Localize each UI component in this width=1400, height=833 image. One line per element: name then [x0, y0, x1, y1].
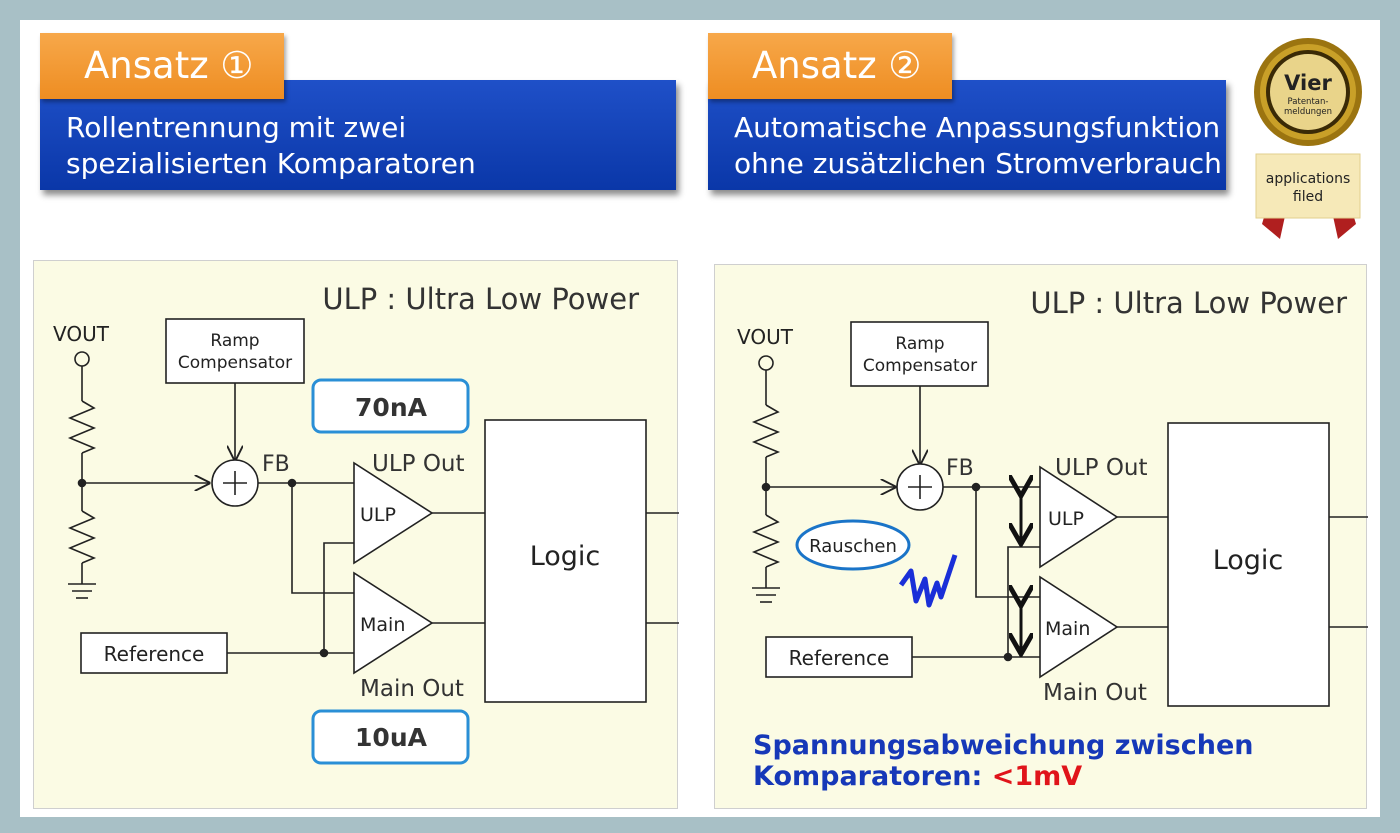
approach-2-banner: Automatische Anpassungsfunktion ohne zus…	[708, 80, 1226, 190]
approach-1-heading-line-2: spezialisierten Komparatoren	[66, 147, 476, 180]
ulp-label: ULP	[1048, 508, 1084, 530]
ramp-label-2: Compensator	[863, 356, 977, 376]
vout-terminal	[74, 351, 90, 367]
approach-2-tab: Ansatz ②	[708, 33, 952, 99]
vout-label: VOUT	[53, 322, 110, 346]
main-comparator	[353, 571, 434, 675]
ulp-out-label: ULP Out	[372, 451, 465, 477]
logic-label: Logic	[530, 541, 601, 572]
seal-ribbon-label-bg	[1255, 153, 1361, 219]
main-current-value: 10uA	[355, 723, 428, 752]
ramp-label-1: Ramp	[210, 331, 259, 351]
resistor-bottom	[751, 514, 781, 568]
reference-label: Reference	[789, 646, 890, 670]
resistor-bottom	[67, 510, 97, 564]
ulp-comparator	[353, 461, 434, 565]
ramp-label-2: Compensator	[178, 353, 292, 373]
main-label: Main	[360, 614, 405, 636]
patent-seal: Vier Patentan- meldungen applications fi…	[1254, 38, 1362, 239]
seal-middle-line-2: meldungen	[1284, 107, 1332, 117]
panel-2-title: ULP : Ultra Low Power	[1030, 286, 1347, 320]
seal-medal	[1254, 38, 1362, 146]
deviation-line-1: Spannungsabweichung zwischen	[753, 730, 1253, 761]
wire-ref-to-ulp	[323, 542, 354, 653]
main-out-label: Main Out	[1043, 680, 1147, 706]
seal-middle-line-1: Patentan-	[1288, 97, 1329, 107]
ulp-current-badge	[311, 378, 470, 434]
logic-label: Logic	[1213, 545, 1284, 576]
node-ref	[1003, 652, 1013, 662]
vout-terminal	[758, 355, 774, 371]
approach-1-circuit: ULP : Ultra Low Power VOUT Ramp Compensa…	[53, 282, 679, 765]
wire-fb-to-main	[291, 483, 354, 594]
resistor-top	[751, 404, 781, 458]
approach-2-heading-line-2: ohne zusätzlichen Stromverbrauch	[734, 147, 1222, 180]
vout-label: VOUT	[737, 325, 794, 349]
seal-ribbon-line-1: applications	[1266, 171, 1351, 187]
fb-label: FB	[946, 456, 974, 481]
approach-2-panel: ULP : Ultra Low Power VOUT Ramp Compensa…	[714, 264, 1368, 809]
main-current-badge	[311, 709, 470, 765]
approach-2-circuit: ULP : Ultra Low Power VOUT Ramp Compensa…	[737, 286, 1368, 792]
seal-ribbon-line-2: filed	[1293, 189, 1323, 205]
deviation-label: Komparatoren:	[753, 761, 992, 792]
node-ref	[319, 648, 329, 658]
wire-ref-to-ulp	[1007, 546, 1040, 657]
ramp-compensator-box	[165, 318, 305, 384]
main-out-label: Main Out	[360, 676, 464, 702]
approach-1-tab: Ansatz ①	[40, 33, 284, 99]
ramp-compensator-box	[850, 321, 989, 387]
main-label: Main	[1045, 618, 1090, 640]
ulp-current-value: 70nA	[355, 393, 428, 422]
noise-label: Rauschen	[809, 536, 897, 557]
noise-bubble	[795, 519, 911, 571]
approach-1-panel: ULP : Ultra Low Power VOUT Ramp Compensa…	[33, 260, 679, 809]
reference-label: Reference	[104, 642, 205, 666]
approach-1-heading-line-1: Rollentrennung mit zwei	[66, 111, 407, 144]
ramp-label-1: Ramp	[895, 334, 944, 354]
noise-squiggle-icon	[898, 554, 958, 608]
fb-label: FB	[262, 452, 290, 477]
ulp-label: ULP	[360, 504, 396, 526]
resistor-top	[67, 400, 97, 454]
seal-top-text: Vier	[1284, 71, 1332, 95]
approach-2-heading-line-1: Automatische Anpassungsfunktion	[734, 111, 1221, 144]
reference-box	[765, 636, 913, 678]
reference-box	[80, 632, 228, 674]
ulp-out-label: ULP Out	[1055, 455, 1148, 481]
deviation-line-2: Komparatoren: <1mV	[753, 761, 1082, 792]
logic-block	[1167, 422, 1330, 707]
ulp-comparator	[1039, 465, 1119, 569]
panel-1-title: ULP : Ultra Low Power	[322, 282, 639, 316]
main-comparator	[1039, 575, 1119, 679]
deviation-value: <1mV	[992, 761, 1083, 792]
logic-block	[484, 419, 647, 703]
